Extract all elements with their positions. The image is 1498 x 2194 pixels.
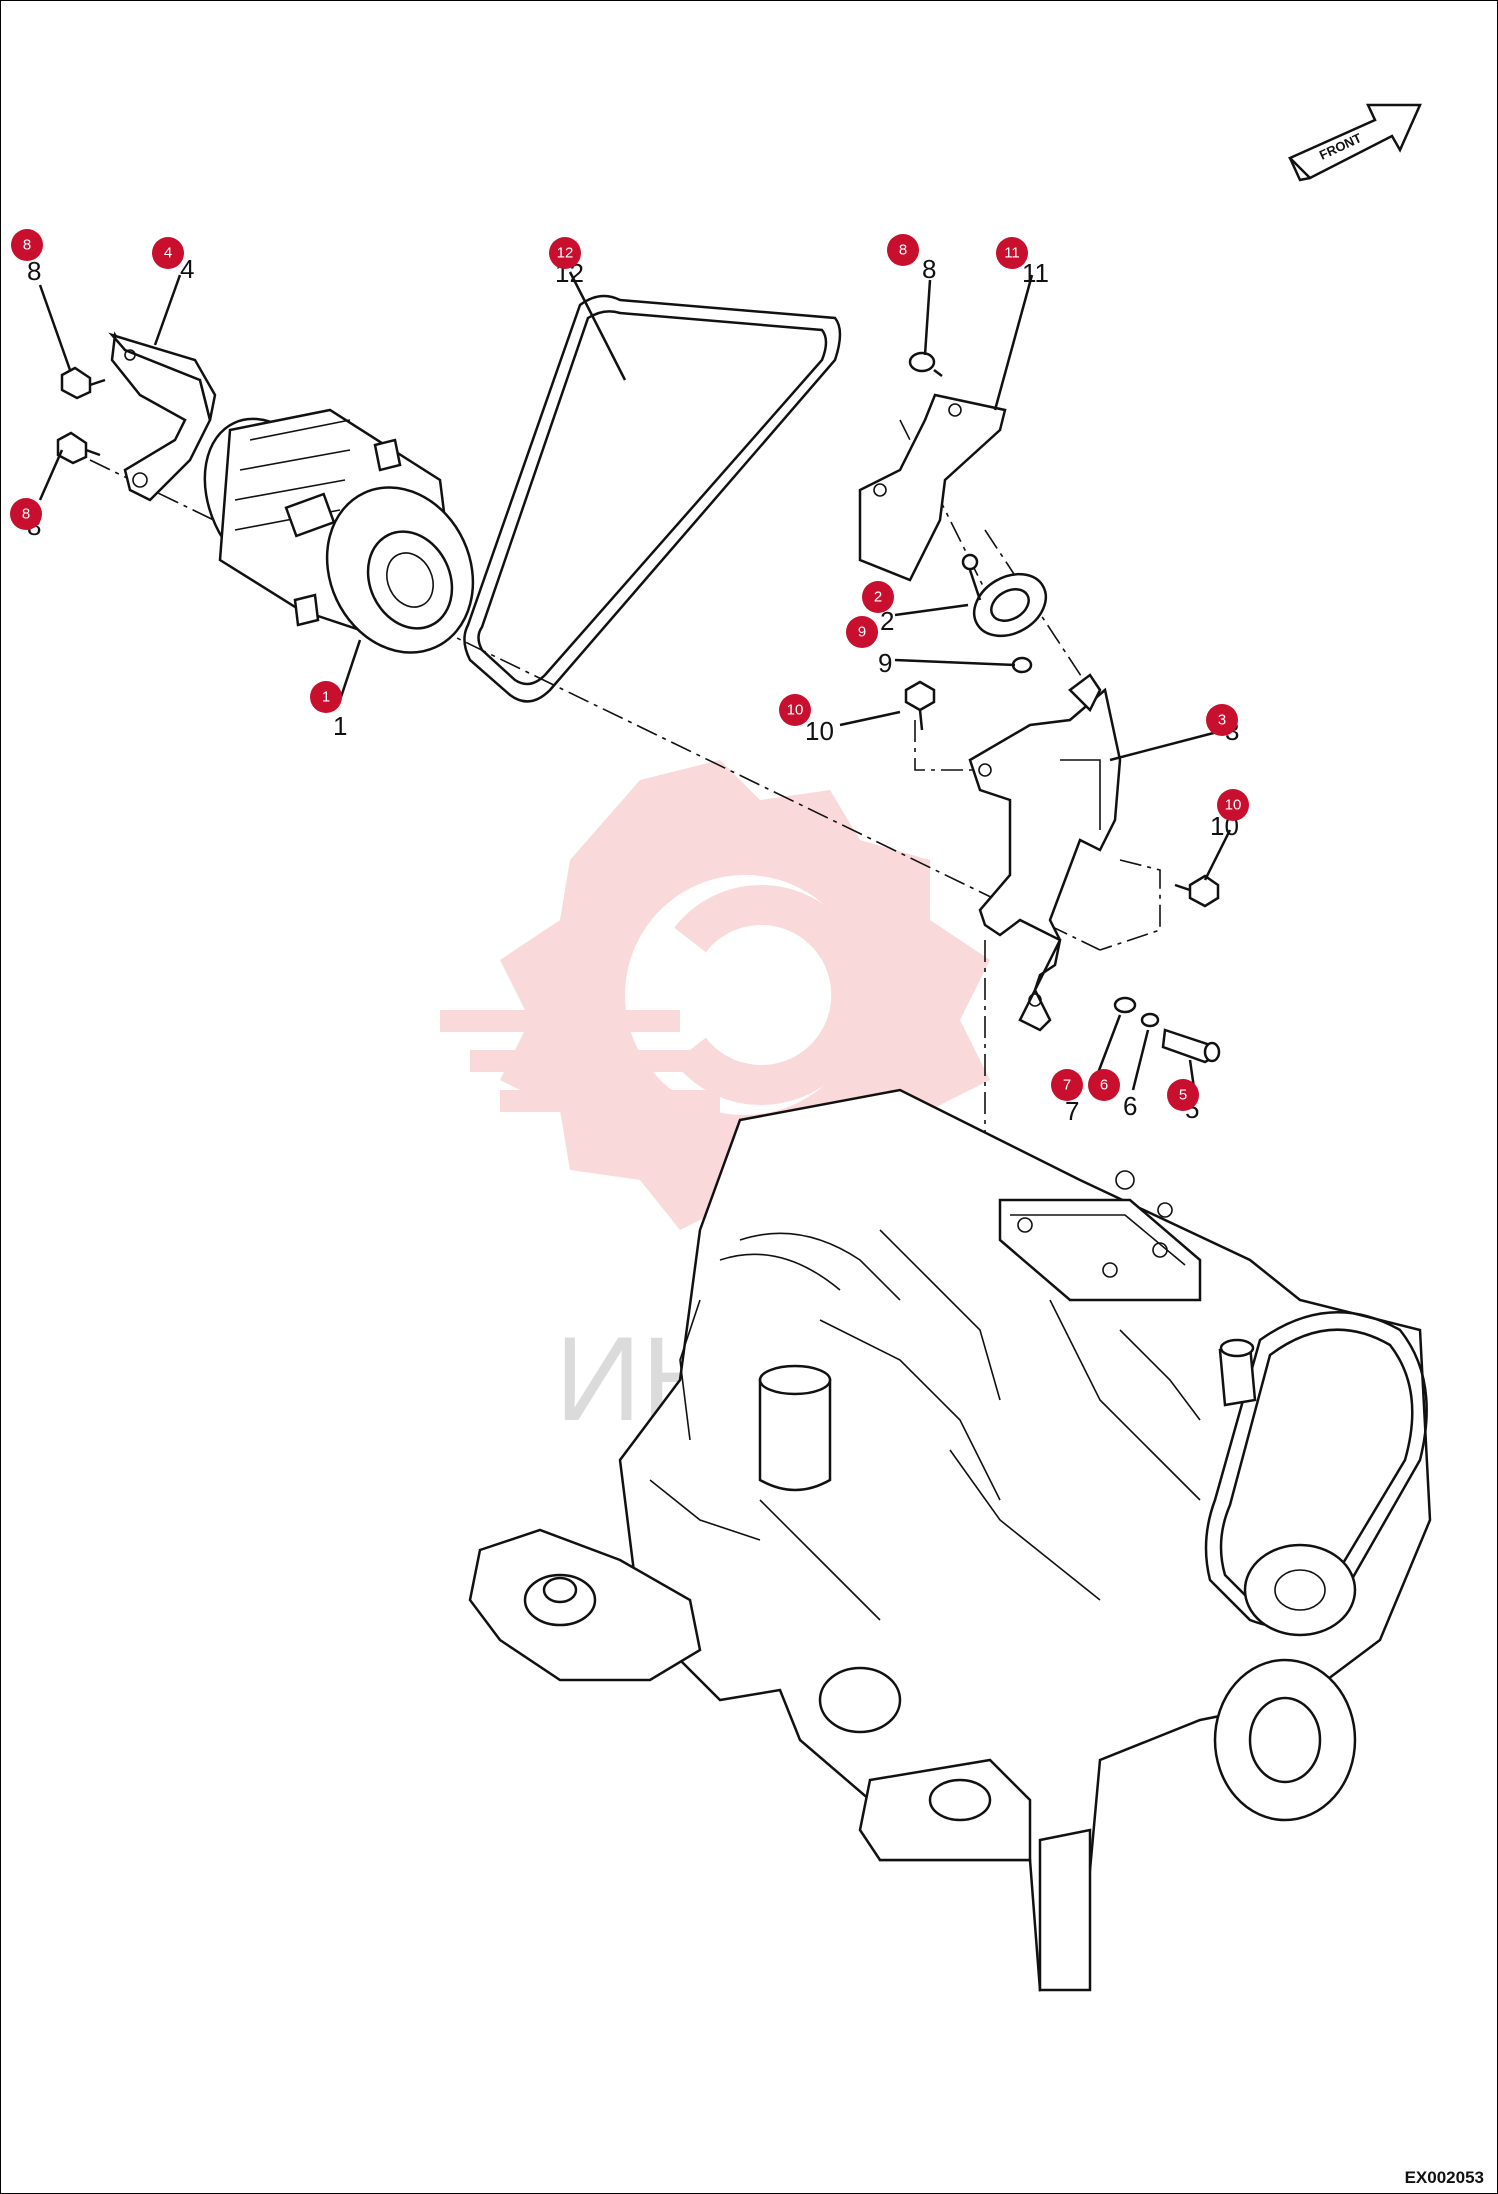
washer-7 xyxy=(1113,996,1137,1014)
drive-belt xyxy=(463,294,842,703)
callout-8-plate[interactable]: 8 xyxy=(887,234,919,266)
callout-10-upper[interactable]: 10 xyxy=(779,694,811,726)
part-num-11: 11 xyxy=(1022,258,1049,288)
idler-bracket xyxy=(968,673,1122,1032)
part-num-8c: 8 xyxy=(922,254,936,284)
callout-8-lower-left[interactable]: 8 xyxy=(10,498,42,530)
part-num-6: 6 xyxy=(1123,1091,1137,1121)
callout-6[interactable]: 6 xyxy=(1088,1069,1120,1101)
washer xyxy=(1011,656,1033,674)
bolt-10-right xyxy=(1174,874,1220,908)
part-num-8a: 8 xyxy=(27,256,41,286)
svg-text:1: 1 xyxy=(322,689,330,706)
engine-assembly xyxy=(468,1088,1432,1992)
svg-text:5: 5 xyxy=(1179,1087,1187,1104)
bolt-lower-left xyxy=(56,431,101,465)
part-num-1: 1 xyxy=(333,711,347,741)
svg-text:11: 11 xyxy=(1004,245,1020,262)
svg-text:8: 8 xyxy=(899,242,907,259)
ac-compressor xyxy=(203,408,475,654)
part-num-9: 9 xyxy=(878,648,892,678)
part-num-4: 4 xyxy=(180,254,194,284)
part-num-7: 7 xyxy=(1065,1096,1079,1126)
callout-5[interactable]: 5 xyxy=(1167,1079,1199,1111)
part-num-2: 2 xyxy=(880,606,894,636)
callout-12[interactable]: 12 xyxy=(549,237,581,269)
bolt-10-upper xyxy=(904,680,936,731)
svg-text:7: 7 xyxy=(1063,1077,1071,1094)
callout-9[interactable]: 9 xyxy=(846,616,878,648)
compressor-bracket xyxy=(108,331,217,502)
bolt-plate xyxy=(908,351,943,377)
callout-11[interactable]: 11 xyxy=(996,237,1028,269)
drawing-code: EX002053 xyxy=(1404,2168,1484,2187)
bolt-5 xyxy=(1161,1028,1221,1064)
callout-4[interactable]: 4 xyxy=(152,237,184,269)
callout-8-upper-left[interactable]: 8 xyxy=(11,229,43,261)
bolt-upper-left xyxy=(60,366,106,400)
svg-text:4: 4 xyxy=(164,245,172,262)
callout-3[interactable]: 3 xyxy=(1206,704,1238,736)
part-num-10a: 10 xyxy=(805,716,834,746)
idler-pulley xyxy=(961,553,1048,638)
callout-7[interactable]: 7 xyxy=(1051,1069,1083,1101)
svg-text:10: 10 xyxy=(1225,797,1242,814)
callout-1[interactable]: 1 xyxy=(310,681,342,713)
svg-text:6: 6 xyxy=(1100,1077,1108,1094)
callout-10-right[interactable]: 10 xyxy=(1217,789,1249,821)
svg-text:2: 2 xyxy=(874,589,882,606)
watermark-logo xyxy=(440,760,990,1230)
nut-6 xyxy=(1140,1012,1160,1028)
idler-cover-plate xyxy=(858,393,1007,582)
svg-text:12: 12 xyxy=(557,245,574,262)
leader-lines xyxy=(38,271,1232,1096)
svg-text:9: 9 xyxy=(858,624,866,641)
svg-text:8: 8 xyxy=(23,237,31,254)
svg-text:3: 3 xyxy=(1218,712,1226,729)
svg-text:10: 10 xyxy=(787,702,804,719)
svg-text:8: 8 xyxy=(22,506,30,523)
callout-2[interactable]: 2 xyxy=(862,581,894,613)
front-arrow-icon: FRONT xyxy=(1287,103,1422,182)
